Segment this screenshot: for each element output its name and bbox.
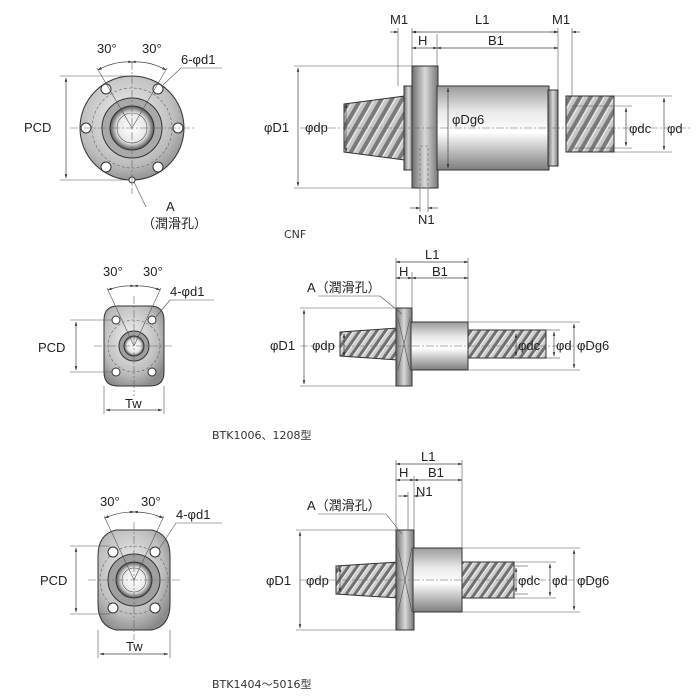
panel1-caption: CNF [284, 228, 306, 241]
angle-arc-left [97, 60, 133, 71]
holes-label: 4-φd1 [176, 507, 210, 522]
panel3-front-view: 30° 30° 4-φd1 PCD Tw [40, 494, 222, 658]
panel2-side-view: L1 A（潤滑孔） H B1 φD1 φdp φdc φd φDg6 BTK10… [212, 247, 609, 442]
flange [411, 65, 439, 189]
d-label: φd [552, 573, 568, 588]
angle-left-label: 30° [100, 494, 120, 509]
mounting-hole [152, 161, 164, 173]
m1-right-label: M1 [552, 12, 570, 27]
flange-section-line [397, 317, 411, 371]
mounting-hole [147, 315, 157, 325]
angle-left-label: 30° [97, 41, 117, 56]
tw-label: Tw [125, 396, 142, 411]
h-label: H [399, 264, 408, 279]
mounting-hole [147, 367, 157, 377]
tw-label: Tw [126, 639, 143, 654]
angle-ray-right [133, 287, 162, 347]
panel2-front-view: 30° 30° 4-φd1 PCD Tw [38, 264, 214, 414]
pcd-label: PCD [40, 573, 67, 588]
lube-leader [133, 181, 147, 208]
l1-label: L1 [475, 12, 489, 27]
panel3-caption: BTK1404～5016型 [212, 677, 311, 691]
dc-label: φdc [518, 573, 541, 588]
d1-label: φD1 [270, 338, 295, 353]
holes-leader [158, 522, 177, 550]
dg6-label: φDg6 [577, 573, 609, 588]
angle-ray-left [106, 287, 135, 347]
b1-label: B1 [488, 33, 504, 48]
screw-shaft-right [565, 95, 615, 153]
panel1-side-view: M1 L1 M1 H B1 φD1 φdp φDg6 φdc φd N1 CNF [264, 12, 690, 241]
holes-leader [162, 67, 182, 86]
panel3-side-view: L1 H B1 N1 A（潤滑孔） φD1 φdp φdc φd φDg6 BT… [212, 449, 609, 691]
mounting-hole [111, 367, 121, 377]
angle-arc-left [104, 510, 135, 519]
holes-leader [155, 299, 171, 318]
mounting-holes [111, 315, 157, 377]
mounting-hole [111, 315, 121, 325]
dp-label: φdp [312, 338, 335, 353]
n1-label: N1 [416, 484, 433, 499]
lube-label: A（潤滑孔） [307, 498, 381, 513]
dg6-label: φDg6 [452, 112, 484, 127]
holes-label: 6-φd1 [181, 52, 215, 67]
angle-arc-right [131, 60, 167, 71]
pcd-label: PCD [24, 120, 51, 135]
dg6-label: φDg6 [577, 338, 609, 353]
angle-ray-left [96, 67, 133, 129]
angle-ray-right [133, 515, 165, 581]
m1-left-label: M1 [390, 12, 408, 27]
angle-ray-right [131, 67, 168, 129]
mounting-hole [107, 602, 119, 614]
b1-label: B1 [428, 465, 444, 480]
l1-label: L1 [425, 247, 439, 262]
angle-left-label: 30° [103, 264, 123, 279]
angle-right-label: 30° [141, 494, 161, 509]
dp-label: φdp [306, 573, 329, 588]
mounting-holes [107, 546, 161, 614]
mounting-hole [107, 546, 119, 558]
lube-leader [379, 295, 403, 315]
screw-shaft-left [339, 327, 399, 361]
l1-label: L1 [421, 449, 435, 464]
d-label: φd [667, 121, 683, 136]
mounting-hole [149, 602, 161, 614]
dp-label: φdp [305, 120, 328, 135]
lube-hole-note: （潤滑孔） [142, 216, 207, 231]
angle-arc-right [133, 510, 164, 519]
mounting-hole [100, 161, 112, 173]
d-label: φd [556, 338, 572, 353]
angle-arc-right [133, 284, 161, 291]
dc-label: φdc [518, 338, 541, 353]
n1-label: N1 [418, 212, 435, 227]
angle-arc-left [107, 284, 135, 291]
pcd-label: PCD [38, 340, 65, 355]
dc-label: φdc [629, 121, 652, 136]
h-label: H [399, 465, 408, 480]
d1-label: φD1 [264, 120, 289, 135]
angle-right-label: 30° [143, 264, 163, 279]
panel1-front-view: 30° 30° 6-φd1 PCD A （潤滑孔） [24, 41, 222, 231]
mounting-hole [149, 546, 161, 558]
lube-label: A（潤滑孔） [307, 280, 381, 295]
holes-label: 4-φd1 [170, 284, 204, 299]
angle-ray-left [103, 515, 135, 581]
lube-hole-label: A [166, 199, 175, 214]
h-label: H [418, 33, 427, 48]
angle-right-label: 30° [142, 41, 162, 56]
panel2-caption: BTK1006、1208型 [212, 428, 311, 442]
d1-label: φD1 [266, 573, 291, 588]
lube-leader [385, 513, 403, 535]
b1-label: B1 [432, 264, 448, 279]
